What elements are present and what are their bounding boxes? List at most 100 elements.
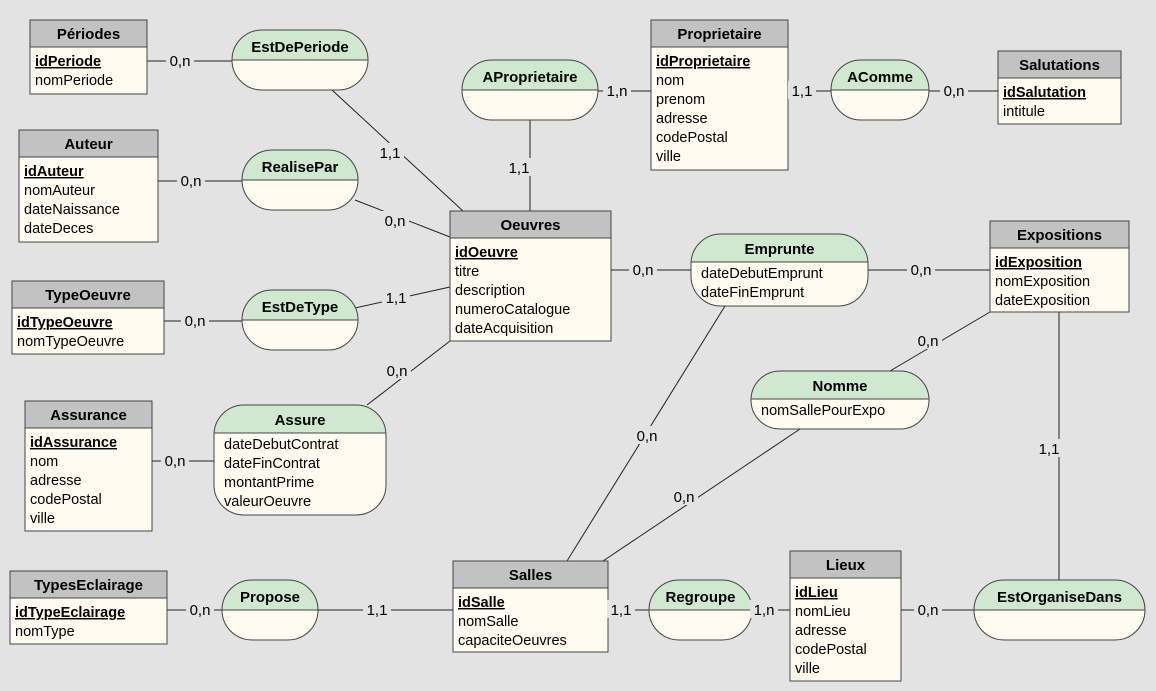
relation-regroupe[interactable]: Regroupe [648, 579, 753, 641]
cardinality-background [505, 158, 533, 176]
cardinality-label: 0,n [918, 602, 939, 619]
entity-expositions[interactable]: ExpositionsidExpositionnomExpositiondate… [989, 220, 1130, 313]
cardinality-background [383, 361, 411, 379]
entity-key: idExposition [995, 255, 1082, 271]
relation-attribute: dateFinEmprunt [701, 285, 804, 301]
relation-outline [750, 370, 930, 430]
cardinality-background [914, 600, 942, 618]
cardinality-background [1035, 439, 1063, 457]
entity-attribute: codePostal [656, 130, 728, 146]
cardinality-label: 1,n [754, 602, 775, 619]
cardinality-label: 1,1 [1039, 441, 1060, 458]
entity-header [989, 220, 1130, 249]
cardinality-background [670, 487, 698, 505]
relation-header [222, 580, 318, 610]
relation-outline [241, 289, 359, 351]
entity-attribute: description [455, 283, 525, 299]
relation-header [751, 371, 929, 399]
entity-key: idOeuvre [455, 245, 518, 261]
entity-assurance[interactable]: AssuranceidAssurancenomadressecodePostal… [24, 400, 153, 532]
entity-header [11, 280, 165, 309]
cardinality-background [788, 81, 816, 99]
relation-title: AProprietaire [482, 69, 577, 86]
relation-title: AComme [847, 69, 913, 86]
entity-key: idAssurance [30, 435, 117, 451]
cardinality-label: 0,n [911, 262, 932, 279]
relation-outline [461, 59, 599, 121]
relation-attribute: valeurOeuvre [224, 494, 311, 510]
relation-title: Assure [275, 412, 326, 429]
cardinality-label: 0,n [190, 602, 211, 619]
entity-oeuvres[interactable]: OeuvresidOeuvretitredescriptionnumeroCat… [449, 210, 612, 342]
relation-estdeperiode[interactable]: EstDePeriode [231, 29, 369, 91]
relation-assure[interactable]: AssuredateDebutContratdateFinContratmont… [213, 404, 387, 516]
relation-title: Propose [240, 589, 300, 606]
relation-acomme[interactable]: AComme [830, 59, 930, 121]
relation-estorganisedans[interactable]: EstOrganiseDans [973, 579, 1146, 641]
entity-title: Lieux [826, 557, 866, 574]
entity-key: idSalle [458, 595, 505, 611]
relation-aproprietaire[interactable]: AProprietaire [461, 59, 599, 121]
cardinality-label: 0,n [165, 453, 186, 470]
entity-attribute: capaciteOeuvres [458, 633, 567, 649]
entity-attribute: prenom [656, 92, 705, 108]
entity-attribute: ville [30, 511, 55, 527]
entity-key: idLieu [795, 585, 838, 601]
entity-auteur[interactable]: AuteuridAuteurnomAuteurdateNaissancedate… [18, 129, 159, 243]
relation-attribute: dateDebutEmprunt [701, 266, 823, 282]
cardinality-label: 1,1 [380, 145, 401, 162]
relation-title: EstDeType [262, 299, 338, 316]
entity-attribute: nom [656, 73, 684, 89]
cardinality-label: 0,n [181, 173, 202, 190]
entity-key: idAuteur [24, 164, 84, 180]
relation-title: Regroupe [665, 589, 735, 606]
entity-attribute: nom [30, 454, 58, 470]
relation-attribute: dateDebutContrat [224, 437, 338, 453]
cardinality-background [376, 143, 404, 161]
cardinality-label: 1,1 [611, 602, 632, 619]
cardinality-label: 0,n [387, 363, 408, 380]
relation-header [649, 580, 752, 610]
cardinality-label: 0,n [385, 213, 406, 230]
relation-attribute: dateFinContrat [224, 456, 320, 472]
entity-title: Oeuvres [500, 217, 560, 234]
entity-proprietaire[interactable]: ProprietaireidProprietairenomprenomadres… [650, 19, 789, 171]
entity-attribute: adresse [656, 111, 708, 127]
entity-header [650, 19, 789, 48]
entity-title: Salles [509, 567, 552, 584]
relation-outline [241, 149, 359, 211]
entity-title: Salutations [1019, 57, 1100, 74]
relation-header [242, 290, 358, 320]
relation-outline [973, 579, 1146, 641]
relation-propose[interactable]: Propose [221, 579, 319, 641]
entity-header [452, 560, 609, 589]
relation-realisepar[interactable]: RealisePar [241, 149, 359, 211]
entity-title: Proprietaire [677, 26, 761, 43]
cardinality-label: 0,n [674, 489, 695, 506]
relation-title: Nomme [812, 378, 867, 395]
cardinality-label: 0,n [944, 83, 965, 100]
relation-header [462, 60, 598, 90]
cardinality-label: 0,n [637, 428, 658, 445]
cardinality-background [607, 600, 635, 618]
connector-line [602, 428, 801, 562]
relation-header [974, 580, 1145, 610]
cardinality-background [750, 600, 778, 618]
relation-outline [213, 404, 387, 516]
relation-title: RealisePar [262, 159, 339, 176]
cardinality-background [161, 451, 189, 469]
cardinality-background [363, 600, 391, 618]
relation-header [831, 60, 929, 90]
relation-estdetype[interactable]: EstDeType [241, 289, 359, 351]
entity-header [9, 570, 168, 599]
entity-header [997, 50, 1122, 79]
